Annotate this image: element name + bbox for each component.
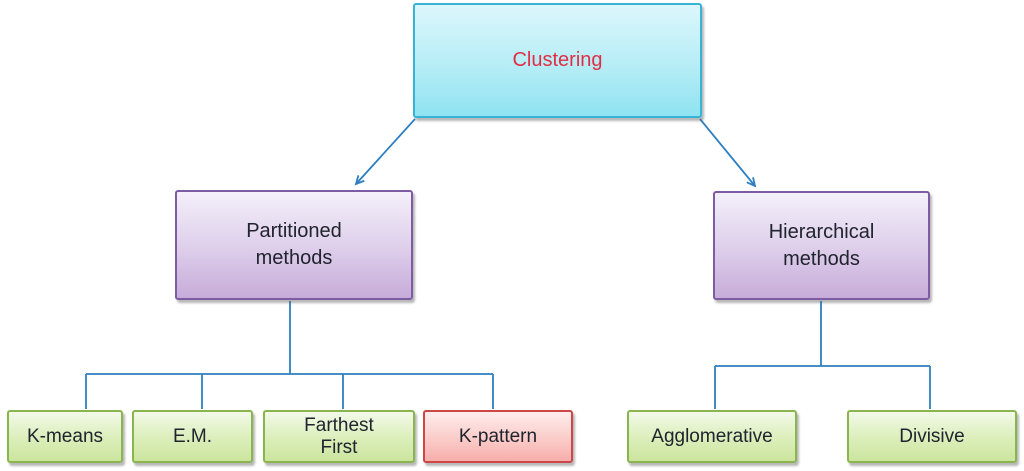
edge-root-to-partitioned	[354, 118, 416, 186]
node-partitioned-methods: Partitioned methods	[175, 190, 413, 300]
node-agglomerative: Agglomerative	[627, 410, 797, 463]
edge-hierarchical-children	[714, 301, 931, 409]
edge-partitioned-children	[85, 301, 494, 409]
node-hierarchical-methods: Hierarchical methods	[713, 191, 930, 300]
node-farthest-first: Farthest First	[263, 410, 415, 463]
node-clustering: Clustering	[413, 3, 702, 118]
node-em: E.M.	[132, 410, 253, 463]
node-k-pattern: K-pattern	[423, 410, 573, 463]
node-k-means: K-means	[7, 410, 123, 463]
edge-root-to-hierarchical	[699, 118, 757, 188]
node-divisive: Divisive	[847, 410, 1017, 463]
